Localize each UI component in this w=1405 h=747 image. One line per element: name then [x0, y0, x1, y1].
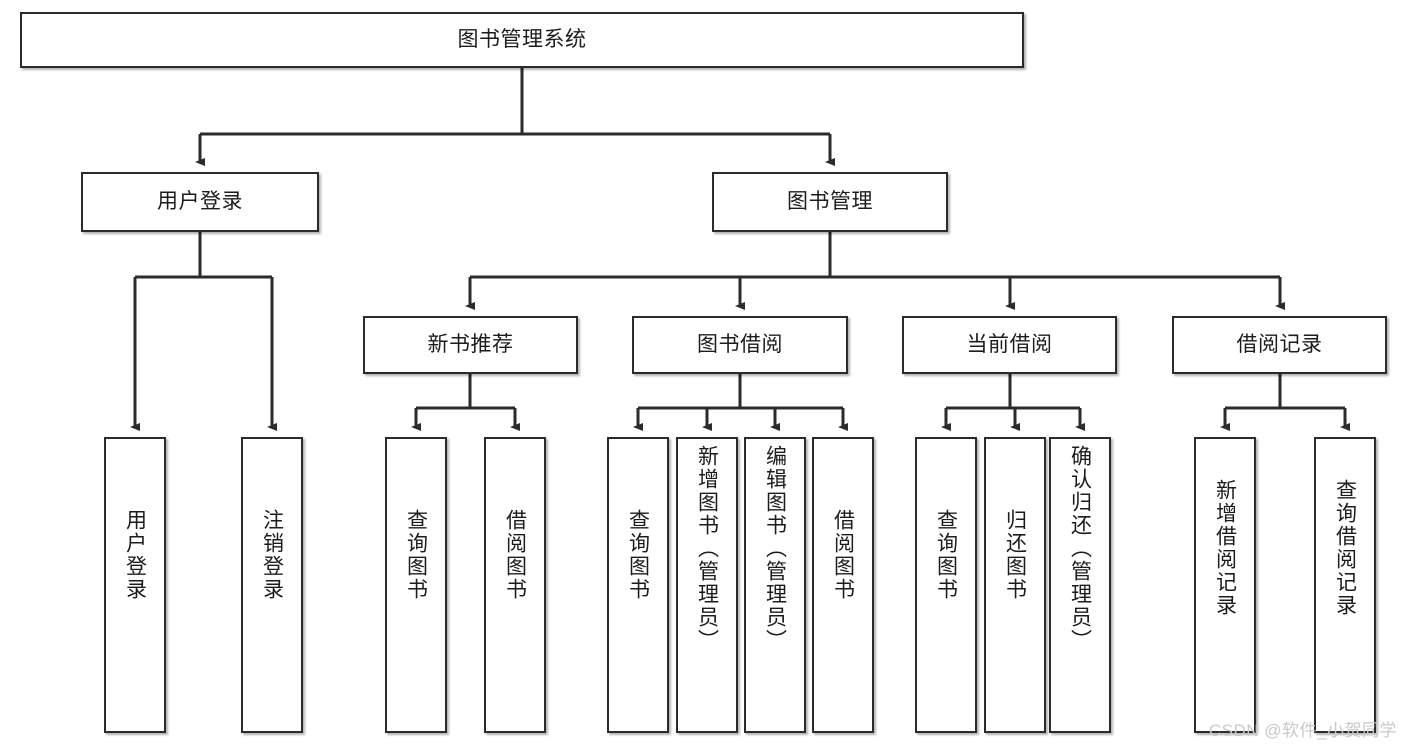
node-leaf-query-book-3[interactable]: 查询图书	[915, 437, 977, 733]
node-leaf-confirm-return[interactable]: 确认归还（管理员）	[1049, 437, 1111, 733]
node-leaf-query-book-1-label: 查询图书	[404, 509, 428, 601]
node-book-manage-label: 图书管理	[787, 190, 873, 214]
node-current-borrow-label: 当前借阅	[966, 333, 1053, 357]
node-leaf-borrow-book-1[interactable]: 借阅图书	[484, 437, 546, 733]
node-borrow-record-label: 借阅记录	[1236, 333, 1323, 357]
node-leaf-add-book-label: 新增图书（管理员）	[695, 445, 719, 652]
node-book-manage[interactable]: 图书管理	[712, 172, 948, 232]
node-leaf-edit-book[interactable]: 编辑图书（管理员）	[744, 437, 806, 733]
node-leaf-user-logout-label: 注销登录	[260, 509, 284, 601]
node-leaf-return-book-label: 归还图书	[1003, 509, 1027, 601]
node-borrow-record[interactable]: 借阅记录	[1172, 316, 1387, 374]
node-book-borrow-label: 图书借阅	[697, 333, 783, 357]
node-leaf-add-record-label: 新增借阅记录	[1213, 479, 1237, 617]
node-leaf-query-record-label: 查询借阅记录	[1333, 479, 1357, 617]
node-leaf-query-record[interactable]: 查询借阅记录	[1314, 437, 1376, 733]
node-leaf-query-book-3-label: 查询图书	[934, 509, 958, 601]
node-leaf-confirm-return-label: 确认归还（管理员）	[1068, 445, 1092, 652]
node-new-book-rec[interactable]: 新书推荐	[363, 316, 578, 374]
node-leaf-query-book-2-label: 查询图书	[626, 509, 650, 601]
node-leaf-user-login[interactable]: 用户登录	[104, 437, 166, 733]
node-leaf-return-book[interactable]: 归还图书	[984, 437, 1046, 733]
node-new-book-rec-label: 新书推荐	[427, 333, 514, 357]
node-leaf-user-login-label: 用户登录	[123, 509, 147, 601]
node-leaf-edit-book-label: 编辑图书（管理员）	[763, 445, 787, 652]
node-root-label: 图书管理系统	[457, 28, 587, 52]
node-user-login[interactable]: 用户登录	[81, 172, 319, 232]
node-leaf-add-record[interactable]: 新增借阅记录	[1194, 437, 1256, 733]
node-root[interactable]: 图书管理系统	[20, 12, 1024, 68]
node-leaf-borrow-book-1-label: 借阅图书	[503, 509, 527, 601]
node-leaf-user-logout[interactable]: 注销登录	[241, 437, 303, 733]
node-leaf-borrow-book-2-label: 借阅图书	[831, 509, 855, 601]
node-leaf-query-book-1[interactable]: 查询图书	[385, 437, 447, 733]
csdn-watermark: CSDN @软件_小贺同学	[1208, 721, 1397, 740]
node-book-borrow[interactable]: 图书借阅	[632, 316, 848, 374]
node-leaf-query-book-2[interactable]: 查询图书	[607, 437, 669, 733]
node-user-login-label: 用户登录	[157, 190, 243, 214]
node-leaf-borrow-book-2[interactable]: 借阅图书	[812, 437, 874, 733]
node-current-borrow[interactable]: 当前借阅	[902, 316, 1117, 374]
node-leaf-add-book[interactable]: 新增图书（管理员）	[676, 437, 738, 733]
